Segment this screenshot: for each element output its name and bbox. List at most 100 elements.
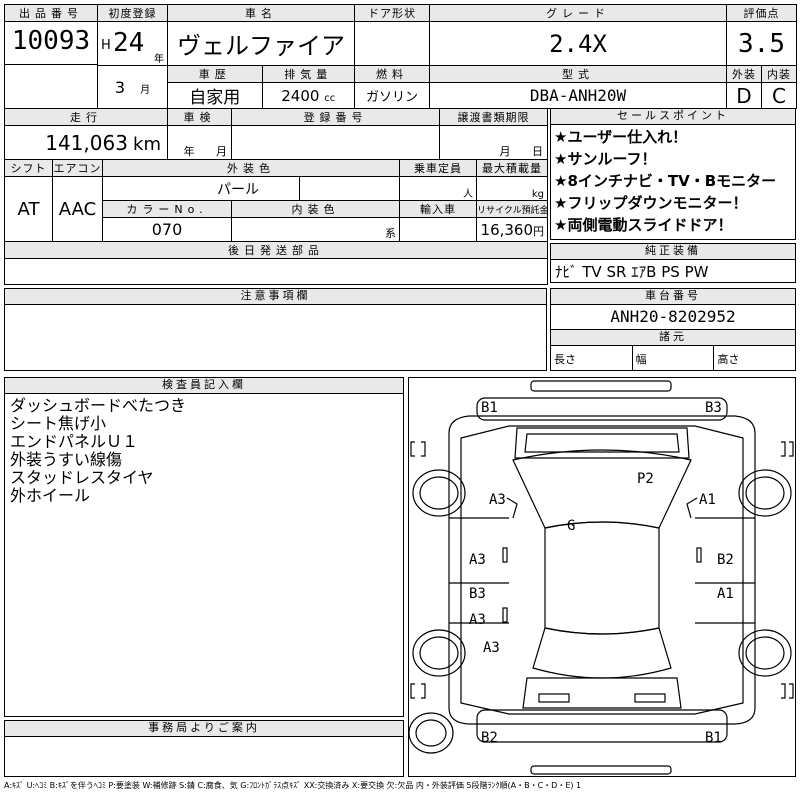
- notes-label: 注意事項欄: [5, 289, 546, 305]
- later-parts-value: [3, 258, 549, 285]
- sales-point-item: ★ユーザー仕入れ！: [554, 128, 688, 146]
- inspector-note-item: ダッシュボードべたつき: [10, 396, 187, 415]
- recycle-label: リサイクル預託金: [476, 200, 549, 218]
- sales-point-item: ★フリップダウンモニター！: [554, 194, 748, 212]
- inspector-note-item: 外装うすい線傷: [10, 450, 123, 469]
- car-name: ヴェルファイア: [167, 21, 355, 66]
- history-label: 車歴: [168, 66, 263, 82]
- displacement-label: 排気量: [262, 66, 354, 82]
- damage-b1-bottom: B1: [705, 730, 722, 746]
- fuel-label: 燃料: [354, 65, 430, 83]
- ac-value: AAC: [52, 176, 103, 242]
- chassis-box: 車台番号 ANH20-8202952 諸元 長さ 幅 高さ: [550, 288, 796, 371]
- inspector-note-item: 外ホイール: [10, 486, 91, 505]
- inspector-note-item: シート焦げ小: [10, 414, 107, 433]
- load-label: 最大積載量: [476, 159, 549, 177]
- regno-label: 登録番号: [230, 108, 441, 126]
- spec-length-label: 長さ: [551, 346, 633, 370]
- damage-b3-left: B3: [469, 586, 486, 602]
- regno-value: [230, 125, 441, 160]
- grade-label: グレード: [429, 4, 727, 22]
- era: H: [101, 38, 111, 53]
- recycle-unit: 円: [533, 225, 545, 238]
- spec-width-label: 幅: [633, 346, 715, 370]
- equipment-value: ﾅﾋﾞ TV SR ｴｱB PS PW: [555, 263, 709, 281]
- inspection-year-unit: 年: [183, 145, 195, 158]
- later-parts-label: 後日発送部品: [3, 241, 549, 259]
- lot-number: 10093: [11, 26, 91, 56]
- inspector-note-item: スタッドレスタイヤ: [10, 468, 154, 487]
- damage-b3-top: B3: [705, 400, 722, 416]
- inspection-month-unit: 月: [216, 145, 227, 158]
- model-label: 型式: [429, 65, 727, 83]
- reg-month: 3: [114, 77, 126, 97]
- chassis-number: ANH20-8202952: [551, 305, 795, 330]
- int-color-label: 内装色: [231, 200, 400, 218]
- damage-g: G: [567, 518, 576, 534]
- colorno-value: 070: [102, 217, 232, 242]
- load-unit: kg: [476, 176, 549, 201]
- month-unit: 月: [140, 84, 151, 96]
- transfer-label: 譲渡書類期限: [439, 108, 549, 126]
- recycle-value: 16,360: [480, 221, 534, 239]
- mileage-unit: km: [133, 133, 161, 155]
- exterior-grade: D: [726, 82, 762, 109]
- capacity-unit: 人: [398, 176, 478, 201]
- year-unit: 年: [154, 54, 164, 65]
- fuel-value: ガソリン: [354, 82, 430, 109]
- sales-point-item: ★サンルーフ！: [554, 150, 657, 168]
- inspector-note-item: エンドパネルＵ１: [10, 432, 139, 451]
- first-reg-cell: H 24 年: [97, 21, 168, 66]
- history-value: 自家用: [168, 83, 263, 108]
- grade-value: 2.4X: [429, 21, 727, 66]
- name-label: 車名: [167, 4, 355, 22]
- transfer-day-unit: 日: [532, 145, 544, 158]
- month-cell: 3 月: [97, 65, 168, 109]
- sales-point-item: ★両側電動スライドドア！: [554, 216, 733, 234]
- ac-label: エアコン: [52, 159, 103, 177]
- displacement-value: 2400: [281, 86, 320, 105]
- color-value: パール: [102, 176, 300, 201]
- shift-value: AT: [4, 176, 53, 242]
- legend-text: A:ｷｽﾞ U:ﾍｺﾐ B:ｷｽﾞを伴うﾍｺﾐ P:要塗装 W:補修跡 S:錆 …: [4, 781, 582, 790]
- specs-label: 諸元: [551, 330, 795, 346]
- door-value: [354, 21, 430, 66]
- score-value: 3.5: [726, 21, 797, 66]
- reg-year: 24: [113, 28, 145, 58]
- model-value: DBA-ANH20W: [429, 82, 727, 109]
- mileage-label: 走行: [4, 108, 168, 126]
- interior-label: 内装: [761, 65, 797, 83]
- damage-a1-right-rear: A1: [717, 586, 734, 602]
- mileage-value: 141,063: [45, 130, 128, 155]
- damage-a3-left-front: A3: [489, 492, 506, 508]
- damage-a3-left-rear-1: A3: [469, 612, 486, 628]
- shift-label: シフト: [4, 159, 53, 177]
- colorno-label: カラーNo.: [102, 200, 232, 218]
- header-table: 出品番号 初度登録 車名 ドア形状 グレード 評価点 10093 H 24 年 …: [4, 4, 797, 109]
- capacity-label: 乗車定員: [398, 159, 478, 177]
- inspector-label: 検査員記入欄: [5, 378, 403, 394]
- car-diagram-box: B1 B3 P2 A3 A1 G A3 B2 B3 A1 A3 A3 B2 B1: [408, 377, 796, 777]
- sales-points-label: セールスポイント: [551, 109, 795, 125]
- office-box: 事務局よりご案内: [4, 720, 404, 777]
- spec-height-label: 高さ: [717, 353, 740, 366]
- first-reg-label: 初度登録: [97, 4, 168, 22]
- import-label: 輸入車: [398, 200, 478, 218]
- equipment-box: 純正装備 ﾅﾋﾞ TV SR ｴｱB PS PW: [550, 243, 796, 283]
- vehicle-info-table: 走行 車検 登録番号 譲渡書類期限 141,063 km 年 月 月 日 シフト…: [3, 108, 549, 285]
- lot-cell: 10093: [4, 21, 98, 109]
- score-label: 評価点: [726, 4, 797, 22]
- int-color-unit: 系: [231, 217, 400, 242]
- sales-point-item: ★8インチナビ・TV・Bモニター: [554, 172, 777, 190]
- car-diagram: [409, 380, 794, 775]
- damage-b2-right-mid: B2: [717, 552, 734, 568]
- equipment-label: 純正装備: [551, 244, 795, 260]
- notes-box: 注意事項欄: [4, 288, 547, 371]
- sales-points-box: セールスポイント ★ユーザー仕入れ！ ★サンルーフ！ ★8インチナビ・TV・Bモニタ…: [550, 108, 796, 240]
- office-label: 事務局よりご案内: [5, 721, 403, 737]
- damage-a1-right-front: A1: [699, 492, 716, 508]
- damage-b2-bottom: B2: [481, 730, 498, 746]
- door-label: ドア形状: [354, 4, 430, 22]
